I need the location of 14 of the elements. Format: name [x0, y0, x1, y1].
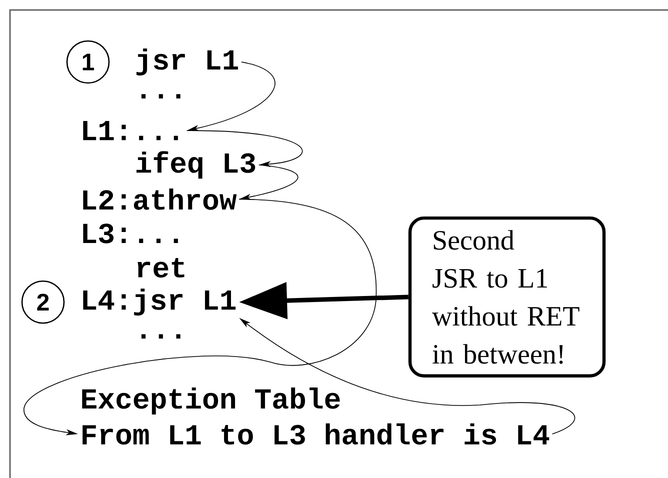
- arrow: [24, 198, 376, 436]
- code-line: ret: [138, 258, 184, 278]
- code-line: Exception Table: [82, 387, 340, 414]
- code-line: L2:athrow: [83, 188, 237, 210]
- code-line: From L1 to L3 handler is L4: [82, 423, 550, 445]
- code-line: ...: [141, 94, 180, 98]
- callout-box: Second JSR to L1 without RET in between!: [408, 216, 606, 378]
- code-line: L3:...: [83, 224, 178, 244]
- arrow: [186, 130, 302, 168]
- code-line: L4:jsr L1: [83, 288, 236, 316]
- code-line: ...: [141, 334, 180, 339]
- code-line: ifeq L3: [136, 151, 256, 179]
- code-line: L1:...: [83, 121, 178, 140]
- code-line: jsr L1: [136, 48, 238, 76]
